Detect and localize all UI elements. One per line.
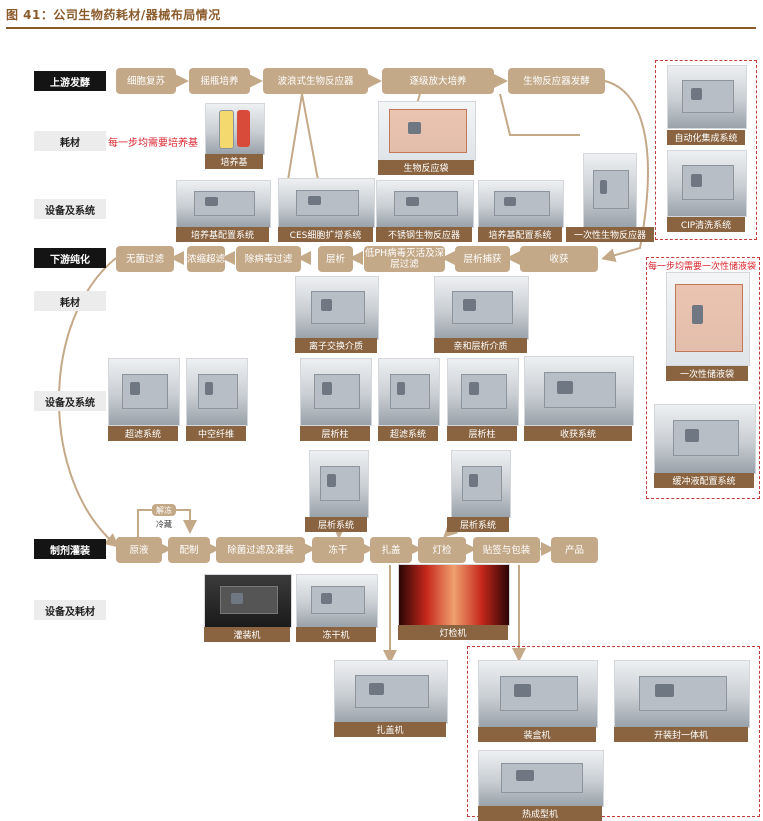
- section-consumables-downstream: 耗材: [34, 291, 106, 311]
- inspection-image: [398, 564, 510, 626]
- caption-ion-exchange: 离子交换介质: [295, 338, 377, 353]
- caption-harvest: 收获系统: [524, 426, 632, 441]
- caption-ces: CES细胞扩增系统: [278, 227, 373, 242]
- cartoner-image: [478, 660, 598, 728]
- step-wave-bioreactor: 波浪式生物反应器: [263, 68, 368, 94]
- caption-column-1: 层析柱: [300, 426, 370, 441]
- caption-bioreactor-bag: 生物反应袋: [378, 160, 474, 175]
- side-box-downstream: [646, 257, 760, 499]
- caption-single-use-bag: 一次性储液袋: [666, 366, 748, 381]
- caption-buffer-prep: 缓冲液配置系统: [654, 473, 754, 488]
- caption-affinity: 亲和层析介质: [434, 338, 527, 353]
- section-filling: 制剂灌装: [34, 539, 106, 559]
- caption-medium-prep-1: 培养基配置系统: [176, 227, 269, 242]
- caption-inspection: 灯检机: [398, 625, 508, 640]
- caption-hollow-fiber: 中空纤维: [186, 426, 246, 441]
- step-inspection: 灯检: [418, 537, 466, 563]
- caption-freeze-dryer: 冻干机: [296, 627, 376, 642]
- culture-medium-image: [205, 103, 265, 155]
- note-medium-each-step: 每一步均需要培养基: [108, 138, 198, 149]
- step-sterile-filtration: 无菌过滤: [116, 246, 174, 272]
- side-box-upstream: [655, 60, 757, 240]
- step-concentration-uf: 浓缩超滤: [187, 246, 225, 272]
- step-labeling-packing: 贴签与包装: [473, 537, 540, 563]
- single-use-reactor-image: [583, 153, 637, 228]
- single-use-bag-image: [666, 272, 750, 366]
- caption-thermoformer: 热成型机: [478, 806, 602, 821]
- caption-capper: 扎盖机: [334, 722, 446, 737]
- harvest-system-image: [524, 356, 634, 426]
- title-divider: [6, 27, 756, 29]
- medium-prep-system-image-1: [176, 180, 271, 228]
- ion-exchange-image: [295, 276, 379, 340]
- step-capping: 扎盖: [370, 537, 412, 563]
- step-shake-flask: 摇瓶培养: [189, 68, 250, 94]
- caption-single-use-reactor: 一次性生物反应器: [566, 227, 654, 242]
- uf-system-image-2: [378, 358, 440, 426]
- step-chrom-capture: 层析捕获: [455, 246, 510, 272]
- column-image-2: [447, 358, 519, 426]
- filler-image: [204, 574, 292, 628]
- caption-uf-1: 超滤系统: [108, 426, 178, 441]
- hollow-fiber-image: [186, 358, 248, 426]
- step-chromatography: 层析: [318, 246, 353, 272]
- medium-prep-system-image-2: [478, 180, 564, 228]
- caption-steel-reactor: 不锈钢生物反应器: [376, 227, 472, 242]
- column-image-1: [300, 358, 372, 426]
- step-harvest: 收获: [520, 246, 598, 272]
- step-cell-recovery: 细胞复苏: [116, 68, 176, 94]
- caption-chrom-sys-2: 层析系统: [447, 517, 509, 532]
- section-upstream: 上游发酵: [34, 71, 106, 91]
- caption-auto-integration: 自动化集成系统: [667, 130, 745, 145]
- chrom-system-image-2: [451, 450, 511, 518]
- step-bioreactor-fermentation: 生物反应器发酵: [508, 68, 605, 94]
- figure-title: 图 41：公司生物药耗材/器械布局情况: [6, 8, 221, 22]
- caption-uf-2: 超滤系统: [378, 426, 438, 441]
- steel-reactor-image: [376, 180, 474, 228]
- bioreactor-bag-image: [378, 101, 476, 161]
- section-equipment-filling: 设备及耗材: [34, 600, 106, 620]
- section-downstream: 下游纯化: [34, 248, 106, 268]
- buffer-prep-image: [654, 404, 756, 474]
- capper-image: [334, 660, 448, 724]
- ces-system-image: [278, 178, 375, 228]
- caption-case-erector: 开装封一体机: [614, 727, 748, 742]
- caption-culture-medium: 培养基: [205, 154, 263, 169]
- caption-chrom-sys-1: 层析系统: [305, 517, 367, 532]
- section-consumables-upstream: 耗材: [34, 131, 106, 151]
- step-scale-up: 逐级放大培养: [382, 68, 494, 94]
- freeze-dryer-image: [296, 574, 378, 628]
- thermoformer-image: [478, 750, 604, 807]
- case-erector-image: [614, 660, 750, 728]
- auto-integration-image: [667, 65, 747, 129]
- label-cold: 冷藏: [156, 519, 172, 529]
- step-lyophilization: 冻干: [312, 537, 364, 563]
- caption-column-2: 层析柱: [447, 426, 517, 441]
- caption-cartoner: 装盒机: [478, 727, 596, 742]
- caption-cip: CIP清洗系统: [667, 217, 745, 232]
- note-storage-bag-each-step: 每一步均需要一次性储液袋: [648, 262, 757, 272]
- caption-filler: 灌装机: [204, 627, 290, 642]
- step-product: 产品: [551, 537, 598, 563]
- step-low-ph-inactivation: 低PH病毒灭活及深层过滤: [364, 246, 445, 272]
- step-sterile-filling: 除菌过滤及灌装: [216, 537, 305, 563]
- chrom-system-image-1: [309, 450, 369, 518]
- affinity-image: [434, 276, 529, 340]
- caption-medium-prep-2: 培养基配置系统: [478, 227, 562, 242]
- step-bulk: 原液: [116, 537, 162, 563]
- step-formulation: 配制: [168, 537, 210, 563]
- section-equipment-upstream: 设备及系统: [34, 199, 106, 219]
- uf-system-image-1: [108, 358, 180, 426]
- cip-image: [667, 150, 747, 217]
- step-virus-filtration: 除病毒过滤: [236, 246, 301, 272]
- label-thaw: 解冻: [152, 504, 176, 516]
- section-equipment-downstream: 设备及系统: [34, 391, 106, 411]
